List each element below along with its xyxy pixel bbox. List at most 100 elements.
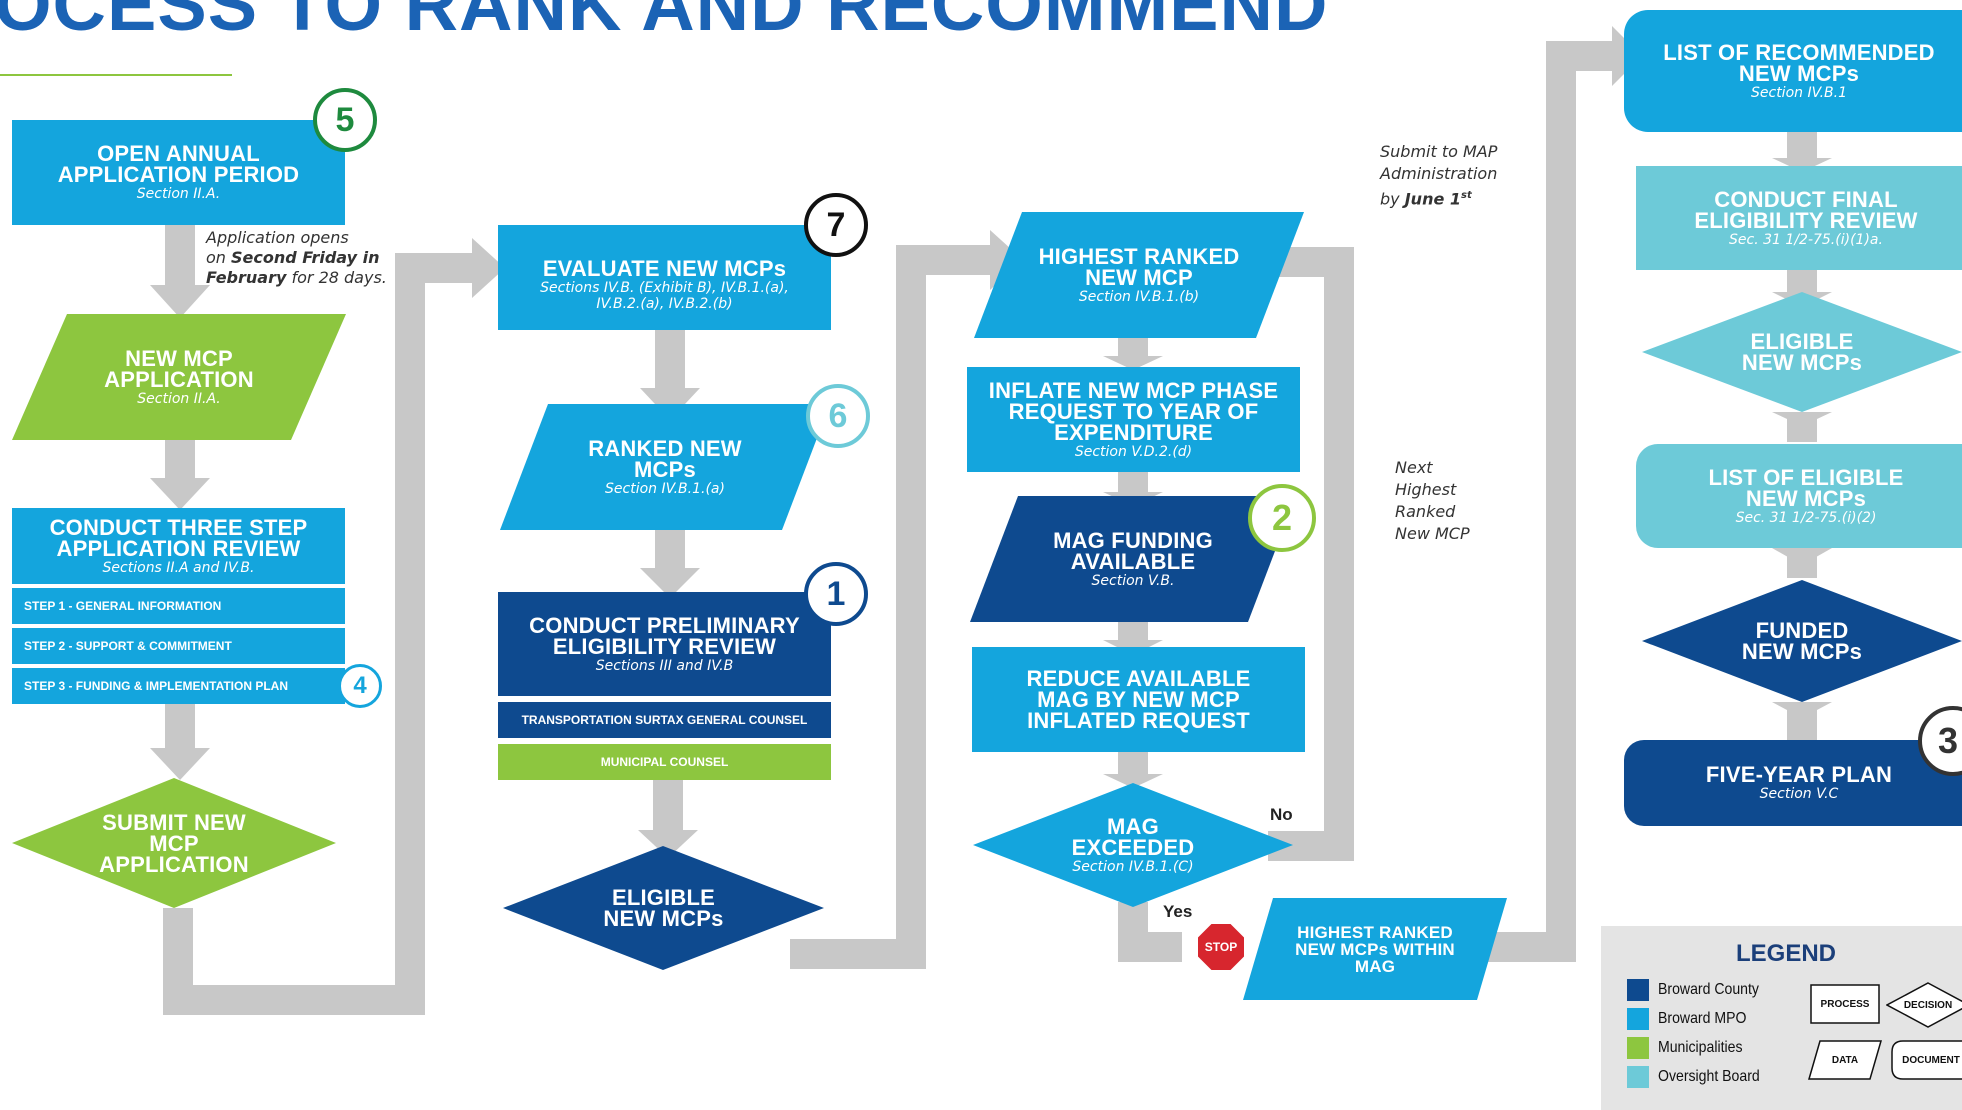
arrowhead	[150, 748, 210, 780]
eligible-new-mcps-decision: ELIGIBLE NEW MCPs	[503, 846, 824, 970]
note-text: by	[1380, 189, 1405, 209]
note-emphasis: June 1	[1404, 189, 1462, 209]
node-title: CONDUCT THREE STEP APPLICATION REVIEW	[49, 514, 308, 561]
badge-4: 4	[338, 664, 382, 708]
open-application-period-process: OPEN ANNUAL APPLICATION PERIOD Section I…	[12, 120, 345, 225]
node-title: ELIGIBLE NEW MCPs	[1741, 329, 1863, 375]
badge-2: 2	[1248, 484, 1316, 552]
eligible-new-mcps-oversight-decision: ELIGIBLE NEW MCPs	[1642, 292, 1962, 412]
note-line: by June 1st	[1380, 185, 1497, 210]
legend-swatch	[1627, 1066, 1649, 1088]
node-label: SUBMIT NEW MCP APPLICATION	[12, 778, 336, 908]
stop-sign-icon: STOP	[1196, 922, 1246, 972]
node-subtitle: Sections II.A and IV.B.	[102, 559, 255, 576]
node-label: FUNDED NEW MCPs	[1642, 580, 1962, 702]
node-title: NEW MCP APPLICATION	[104, 345, 254, 392]
list-recommended-new-mcps-document: LIST OF RECOMMENDED NEW MCPs Section IV.…	[1624, 10, 1962, 132]
badge-6: 6	[806, 384, 870, 448]
arrowhead	[150, 285, 210, 318]
arrowhead	[1103, 356, 1163, 370]
no-label: No	[1270, 805, 1293, 824]
legend-symbol-label: DECISION	[1903, 999, 1953, 1011]
legend-item-oversight-board: Oversight Board	[1627, 1066, 1774, 1088]
legend-label: Oversight Board	[1658, 1068, 1760, 1085]
note-line: New MCP	[1395, 524, 1470, 543]
node-label: HIGHEST RANKED NEW MCP Section IV.B.1.(b…	[974, 212, 1304, 338]
highest-ranked-new-mcp-data: HIGHEST RANKED NEW MCP Section IV.B.1.(b…	[974, 212, 1304, 338]
review-step-1: STEP 1 - GENERAL INFORMATION	[12, 588, 345, 624]
arrowhead	[1772, 412, 1832, 426]
decision-shape	[1642, 580, 1962, 702]
node-title: RANKED NEW MCPs	[588, 435, 742, 482]
legend-item-broward-mpo: Broward MPO	[1627, 1008, 1758, 1030]
node-title: OPEN ANNUAL APPLICATION PERIOD	[57, 141, 300, 187]
connector-path	[1118, 902, 1182, 962]
node-subtitle: Section IV.B.1.(C)	[1072, 858, 1194, 875]
data-shape	[970, 496, 1296, 622]
node-title: ELIGIBLE NEW MCPs	[603, 885, 724, 931]
process-shape	[1810, 984, 1880, 1024]
title-underline	[0, 74, 232, 76]
node-title: EVALUATE NEW MCPs	[542, 255, 787, 281]
node-subtitle: Sec. 31 1/2-75.(i)(2)	[1735, 509, 1877, 526]
inflate-request-process: INFLATE NEW MCP PHASE REQUEST TO YEAR OF…	[967, 367, 1300, 472]
five-year-plan-document: FIVE-YEAR PLAN Section V.C	[1624, 740, 1962, 826]
arrowhead	[1772, 702, 1832, 718]
mag-funding-available-data: MAG FUNDING AVAILABLE Section V.B.	[970, 496, 1296, 622]
connector-path	[790, 245, 990, 969]
mag-exceeded-decision: MAG EXCEEDED Section IV.B.1.(C)	[973, 783, 1293, 907]
note-line: Highest	[1395, 480, 1457, 499]
note-emphasis: Second Friday in	[231, 248, 380, 267]
arrowhead	[1772, 548, 1832, 565]
note-line: Next	[1395, 458, 1433, 477]
legend-decision-symbol: DECISION	[1885, 982, 1962, 1028]
connector-path	[1268, 247, 1354, 861]
decision-shape	[1642, 292, 1962, 412]
submit-to-map-note: Submit to MAP Administration by June 1st	[1380, 141, 1497, 210]
node-title: HIGHEST RANKED NEW MCPs WITHIN MAG	[1295, 922, 1455, 976]
decision-shape	[12, 778, 336, 908]
node-title: HIGHEST RANKED NEW MCP	[1038, 243, 1240, 290]
node-title: INFLATE NEW MCP PHASE REQUEST TO YEAR OF…	[988, 377, 1279, 445]
arrowhead	[150, 478, 210, 510]
node-subtitle: Section IV.B.1.(b)	[1078, 288, 1200, 305]
data-shape	[1808, 1040, 1882, 1080]
note-superscript: st	[1461, 190, 1472, 201]
note-line: Application opens	[206, 228, 349, 247]
note-line: Administration	[1380, 164, 1498, 183]
node-subtitle: Section IV.B.1.(a)	[605, 480, 725, 497]
node-label: ELIGIBLE NEW MCPs	[1642, 292, 1962, 412]
next-highest-ranked-note: Next Highest Ranked New MCP	[1395, 457, 1470, 545]
arrowhead	[640, 568, 700, 598]
note-line: Submit to MAP	[1380, 142, 1498, 161]
arrowhead	[1772, 158, 1832, 172]
decision-shape	[973, 783, 1293, 907]
arrowhead	[472, 238, 505, 298]
node-label: MAG FUNDING AVAILABLE Section V.B.	[970, 496, 1296, 622]
decision-shape	[503, 846, 824, 970]
badge-1: 1	[804, 562, 868, 626]
node-label: HIGHEST RANKED NEW MCPs WITHIN MAG	[1243, 898, 1507, 1000]
reduce-available-mag-process: REDUCE AVAILABLE MAG BY NEW MCP INFLATED…	[972, 647, 1305, 752]
node-subtitle: Section II.A.	[136, 186, 221, 202]
node-subtitle: Sec. 31 1/2-75.(i)(1)a.	[1729, 231, 1883, 248]
evaluate-new-mcps-process: EVALUATE NEW MCPs Sections IV.B. (Exhibi…	[498, 225, 831, 330]
note-line: on Second Friday in	[206, 248, 387, 268]
node-label: ELIGIBLE NEW MCPs	[503, 846, 824, 970]
connector-path	[163, 253, 472, 1015]
page-title: OCESS TO RANK AND RECOMMEND	[0, 0, 1329, 46]
application-opens-note: Application opens on Second Friday in Fe…	[206, 228, 387, 288]
decision-shape	[1885, 982, 1962, 1028]
node-title: REDUCE AVAILABLE MAG BY NEW MCP INFLATED…	[1026, 666, 1251, 733]
legend-label: Municipalities	[1658, 1039, 1743, 1056]
arrowhead	[638, 830, 698, 858]
legend-label: Broward MPO	[1658, 1010, 1747, 1027]
node-title: FIVE-YEAR PLAN	[1705, 762, 1893, 787]
review-step-3: STEP 3 - FUNDING & IMPLEMENTATION PLAN	[12, 668, 345, 704]
new-mcp-application-data: NEW MCP APPLICATION Section II.A.	[12, 314, 346, 440]
node-title: LIST OF RECOMMENDED NEW MCPs	[1663, 39, 1935, 86]
legend-swatch	[1627, 1008, 1649, 1030]
node-title: FUNDED NEW MCPs	[1741, 618, 1863, 664]
